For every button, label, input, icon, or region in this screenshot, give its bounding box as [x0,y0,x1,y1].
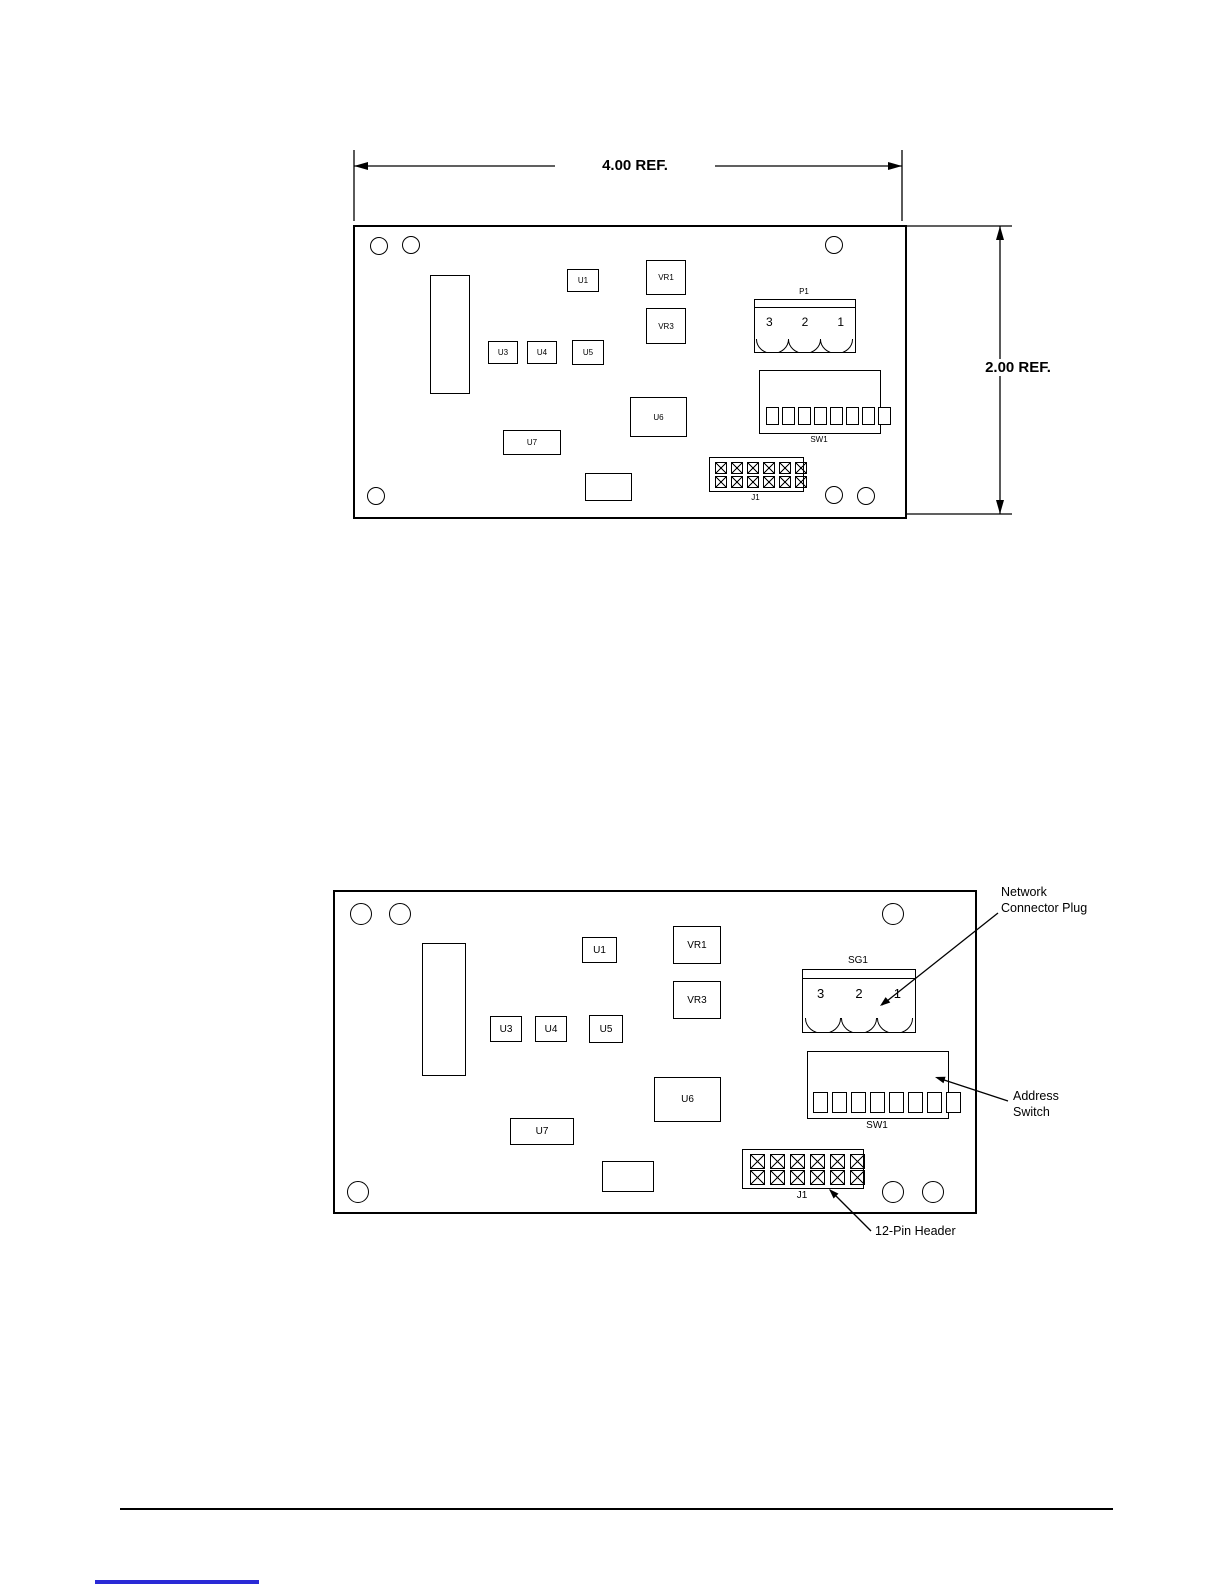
component-u1: U1 [582,937,617,963]
header-pads-row [750,1154,865,1169]
pcb-outline: U1 VR1 VR3 U3 U4 U5 U6 U7 SG1 3 2 1 [333,890,977,1214]
mounting-hole [882,1181,904,1203]
dip-switch-label: SW1 [810,435,828,444]
component-vr3: VR3 [646,308,686,344]
address-switch-sw1 [759,370,891,434]
header-pads-row [750,1170,865,1185]
mounting-hole [402,236,420,254]
dip-switch-positions [813,1092,961,1113]
header-label: J1 [751,493,760,502]
component-u5: U5 [589,1015,623,1043]
mounting-hole [389,903,411,925]
component-unlabeled [602,1161,654,1192]
width-dimension-label: 4.00 REF. [555,157,715,174]
height-dimension-label: 2.00 REF. [965,359,1071,376]
footer-rule [120,1508,1113,1510]
connector-scallops [755,339,855,352]
component-u4: U4 [535,1016,567,1042]
dip-switch-positions [766,407,891,425]
component-vr1: VR1 [673,926,721,964]
pin-header-j1 [709,457,807,492]
component-unlabeled [585,473,632,501]
mounting-hole [825,236,843,254]
mounting-hole [347,1181,369,1203]
mounting-hole [857,487,875,505]
mounting-hole [350,903,372,925]
pin-number: 3 [766,315,773,329]
component-u6: U6 [630,397,687,437]
component-vr3: VR3 [673,981,721,1019]
pin-number: 2 [801,315,809,329]
mounting-hole [370,237,388,255]
header-pads-row [715,462,807,474]
pin-number: 3 [817,986,825,1001]
network-connector-p1: 3 2 1 [754,299,856,353]
header-pads-row [715,476,807,488]
component-vr1: VR1 [646,260,686,295]
address-switch-sw1 [807,1051,961,1119]
mounting-hole [367,487,385,505]
annotation-address-switch: Address Switch [1013,1088,1069,1121]
pcb-outline: U1 VR1 VR3 U3 U4 U5 U6 U7 P1 3 2 1 [353,225,907,519]
pin-number: 2 [855,986,863,1001]
footer-link[interactable] [95,1580,259,1584]
component-u7: U7 [503,430,561,455]
mounting-hole [922,1181,944,1203]
header-label: J1 [796,1190,808,1201]
pin-header-j1 [742,1149,865,1189]
component-u7: U7 [510,1118,574,1145]
component-u4: U4 [527,341,557,364]
component-u5: U5 [572,340,604,365]
annotation-network-connector-plug: Network Connector Plug [1001,884,1097,917]
dip-switch-label: SW1 [866,1120,888,1131]
annotation-12-pin-header: 12-Pin Header [875,1223,985,1240]
component-vertical [430,275,470,394]
connector-scallops [803,1018,915,1032]
connector-top-band [755,307,855,308]
pin-number: 1 [893,986,901,1001]
component-u3: U3 [490,1016,522,1042]
connector-label: P1 [799,287,809,296]
mounting-hole [825,486,843,504]
component-u6: U6 [654,1077,721,1122]
component-vertical [422,943,466,1076]
component-u1: U1 [567,269,599,292]
component-u3: U3 [488,341,518,364]
connector-label: SG1 [847,955,868,966]
connector-top-band [803,978,915,979]
connector-pin-numbers: 3 2 1 [766,315,844,329]
pin-number: 1 [837,315,844,329]
mounting-hole [882,903,904,925]
connector-pin-numbers: 3 2 1 [817,986,901,1001]
network-connector-sg1: 3 2 1 [802,969,916,1033]
